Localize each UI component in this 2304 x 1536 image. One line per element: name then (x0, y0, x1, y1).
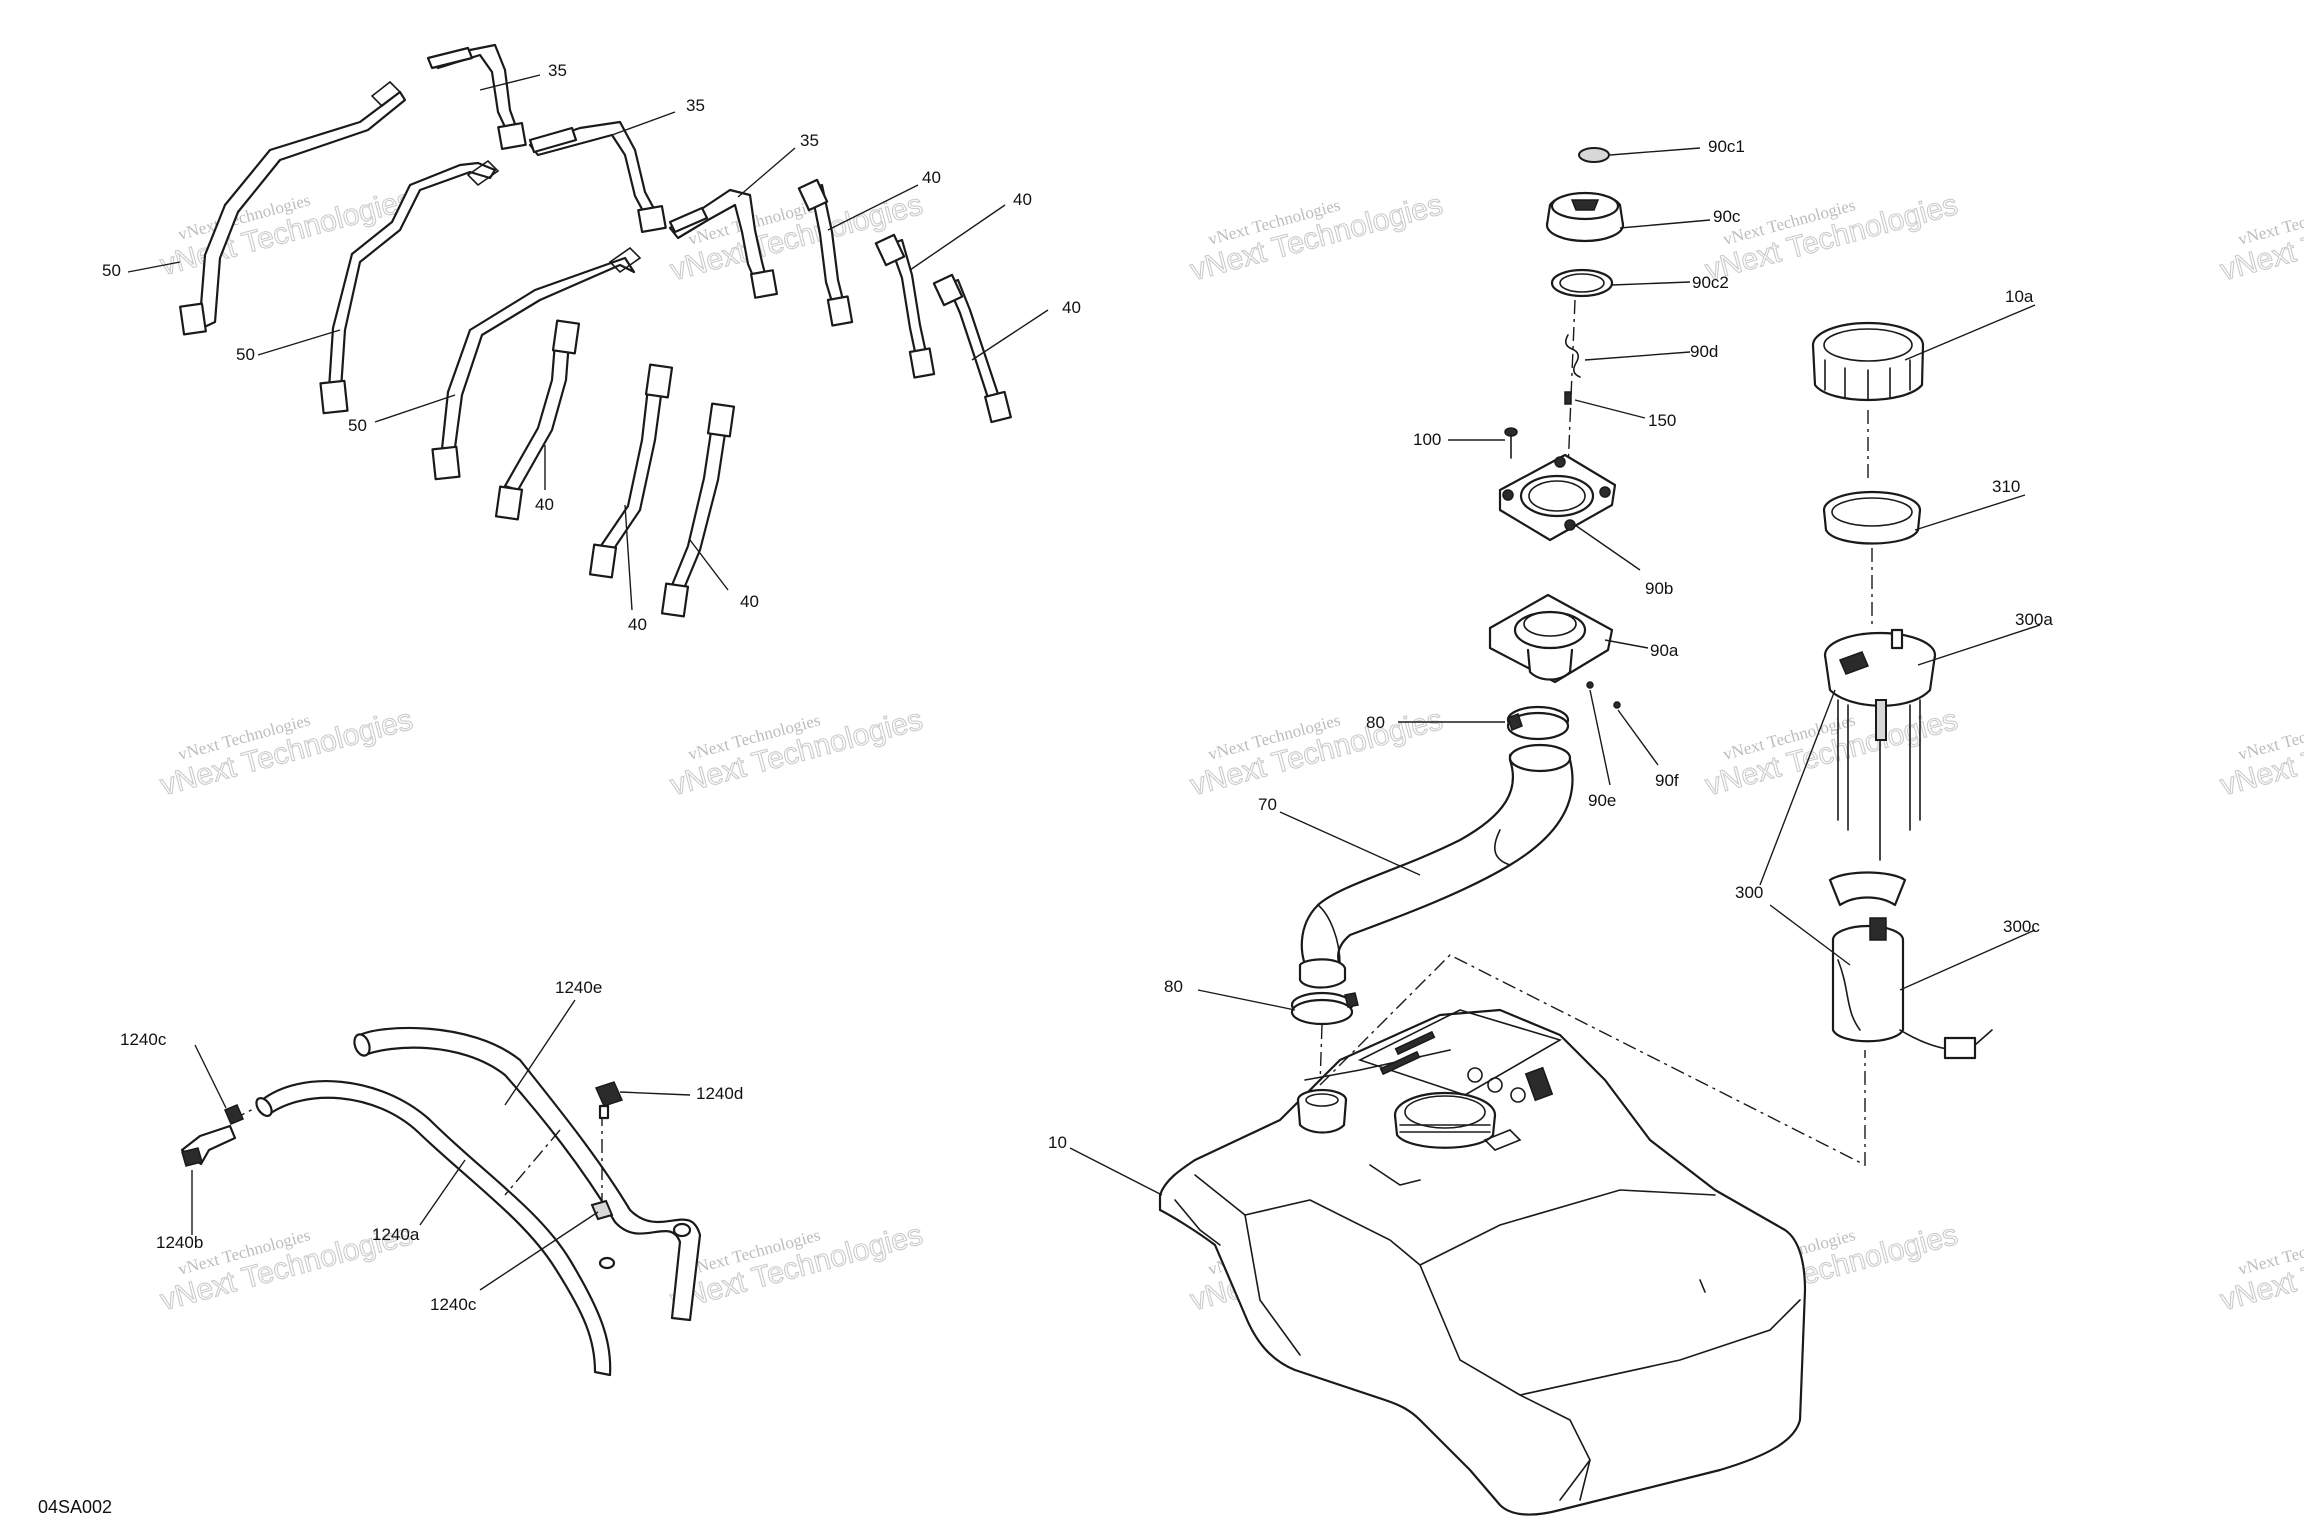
flange-plate-90b (1498, 453, 1617, 542)
callout-70: 70 (1258, 795, 1277, 814)
strap-40-d (494, 319, 581, 521)
filler-hose-70 (1298, 743, 1574, 989)
strap-50-c (431, 246, 642, 481)
callout-40: 40 (740, 592, 759, 611)
assembly-axis-line (1567, 299, 1576, 471)
leader-lines (127, 74, 2041, 1291)
assembly-axis-line (1319, 1024, 1323, 1086)
callout-150: 150 (1648, 411, 1676, 430)
hose-1240a (255, 1080, 616, 1377)
filler-neck-90a (1488, 593, 1614, 684)
strap-40-a (797, 178, 854, 327)
callout-1240c: 1240c (430, 1295, 477, 1314)
callout-40: 40 (922, 168, 941, 187)
callout-40: 40 (1013, 190, 1032, 209)
callout-80: 80 (1366, 713, 1385, 732)
seal-ring-310 (1822, 490, 1922, 545)
callout-35: 35 (800, 131, 819, 150)
callout-90a: 90a (1650, 641, 1679, 660)
fuel-cap-90c (1545, 191, 1625, 243)
callout-35: 35 (686, 96, 705, 115)
callout-80: 80 (1164, 977, 1183, 996)
hose-1240e (353, 1026, 702, 1322)
callout-50: 50 (236, 345, 255, 364)
screw-100 (1504, 427, 1518, 459)
screws-90e-90f (1586, 681, 1621, 709)
callout-90c: 90c (1713, 207, 1741, 226)
strap-40-b (874, 233, 936, 379)
strap-50-b (319, 159, 500, 415)
strap-35-c (668, 188, 779, 299)
callout-1240d: 1240d (696, 1084, 743, 1103)
strap-35-a (426, 43, 527, 151)
callout-90c2: 90c2 (1692, 273, 1729, 292)
callout-90d: 90d (1690, 342, 1718, 361)
callout-10: 10 (1048, 1133, 1067, 1152)
callout-35: 35 (548, 61, 567, 80)
pump-module-300c (1831, 917, 1993, 1060)
fitting-1240d (594, 1081, 624, 1120)
strap-50-a (179, 80, 407, 336)
callout-1240e: 1240e (555, 978, 602, 997)
fitting-1240c-left (224, 1104, 244, 1125)
callout-90f: 90f (1655, 771, 1679, 790)
clamp-80-upper (1506, 705, 1570, 741)
lock-ring-10a (1811, 321, 1925, 402)
pump-bracket-300 (1828, 871, 1907, 907)
strap-40-c (932, 273, 1012, 424)
diagram-code: 04SA002 (38, 1497, 112, 1517)
fuel-tank-10 (1158, 1008, 1807, 1516)
strap-35-b (528, 120, 667, 234)
assembly-axis-line (1319, 954, 1866, 1167)
pump-flange-300a (1823, 628, 1937, 861)
fitting-1240c-bottom (590, 1199, 614, 1221)
strap-40-f (660, 402, 736, 618)
tether-90d (1564, 334, 1581, 378)
callout-10a: 10a (2005, 287, 2034, 306)
callout-90e: 90e (1588, 791, 1616, 810)
callout-300c: 300c (2003, 917, 2040, 936)
hose-routing-line (504, 1129, 561, 1196)
callout-1240a: 1240a (372, 1225, 420, 1244)
callout-1240c: 1240c (120, 1030, 167, 1049)
callout-40: 40 (1062, 298, 1081, 317)
callout-90b: 90b (1645, 579, 1673, 598)
callout-300a: 300a (2015, 610, 2053, 629)
screw-150 (1564, 391, 1572, 405)
callout-40: 40 (535, 495, 554, 514)
gasket-90c2 (1550, 268, 1614, 298)
callout-90c1: 90c1 (1708, 137, 1745, 156)
callout-50: 50 (102, 261, 121, 280)
elbow-fitting-1240b (180, 1124, 237, 1167)
cap-seal-90c1 (1578, 147, 1610, 163)
callout-310: 310 (1992, 477, 2020, 496)
clamp-80-lower (1290, 991, 1359, 1026)
strap-40-e (588, 363, 674, 579)
callout-50: 50 (348, 416, 367, 435)
callout-40: 40 (628, 615, 647, 634)
callout-100: 100 (1413, 430, 1441, 449)
callout-1240b: 1240b (156, 1233, 203, 1252)
callout-labels: 35 35 35 40 40 40 50 50 50 40 40 40 90c1… (102, 61, 2053, 1314)
callout-300: 300 (1735, 883, 1763, 902)
